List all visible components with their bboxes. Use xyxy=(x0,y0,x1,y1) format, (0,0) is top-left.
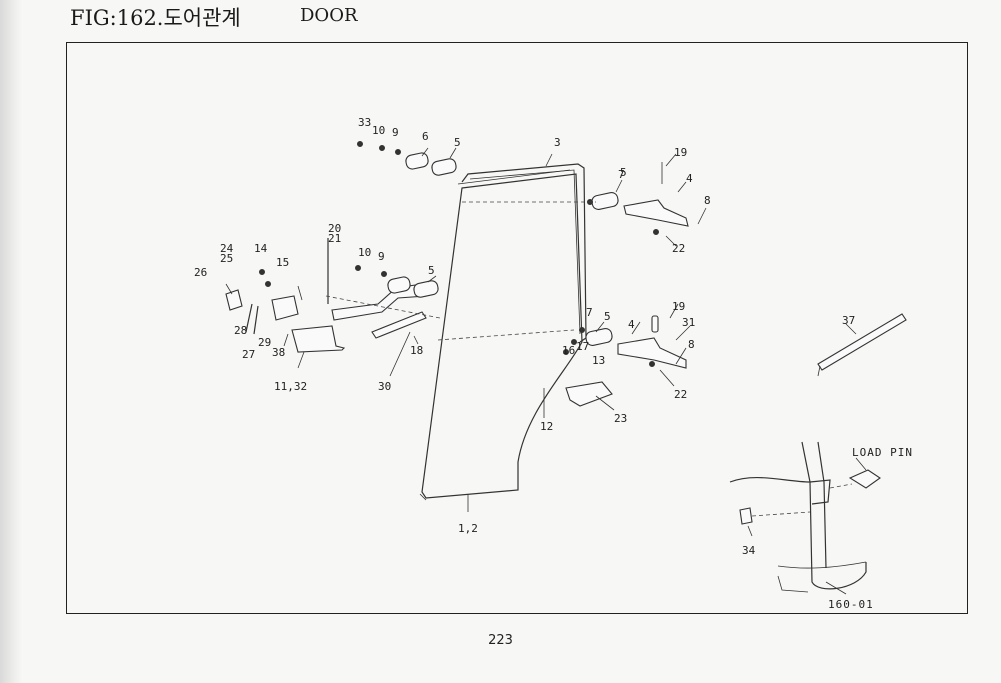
callout-21: 21 xyxy=(328,232,341,245)
callout-7-lower: 7 xyxy=(586,306,593,319)
diagram-frame xyxy=(66,42,968,614)
callout-11-32: 11,32 xyxy=(274,380,307,393)
callout-10: 10 xyxy=(372,124,385,137)
callout-4-upper: 4 xyxy=(686,172,693,185)
callout-5-upper: 5 xyxy=(454,136,461,149)
callout-15: 15 xyxy=(276,256,289,269)
callout-10-mid: 10 xyxy=(358,246,371,259)
callout-5-mid: 5 xyxy=(428,264,435,277)
callout-13: 13 xyxy=(592,354,605,367)
callout-20: 20 xyxy=(328,222,341,235)
callout-34: 34 xyxy=(742,544,756,557)
load-pin-label: LOAD PIN xyxy=(852,446,913,459)
upper-hinge xyxy=(357,141,689,235)
weather-strip-37 xyxy=(817,313,907,377)
leader-lines xyxy=(225,147,867,595)
reference-code-label: 160-01 xyxy=(828,598,874,611)
callout-38: 38 xyxy=(272,346,285,359)
figure-title: DOOR xyxy=(300,5,358,26)
callout-24: 24 xyxy=(220,242,234,255)
callout-6: 6 xyxy=(422,130,429,143)
callout-5-right: 5 xyxy=(620,166,627,179)
callout-3: 3 xyxy=(554,136,561,149)
callout-18: 18 xyxy=(410,344,423,357)
callout-12: 12 xyxy=(540,420,553,433)
callout-4-lower: 4 xyxy=(628,318,635,331)
callout-8-upper: 8 xyxy=(704,194,711,207)
cab-pillar-load-pin xyxy=(729,441,881,593)
callout-5-lower: 5 xyxy=(604,310,611,323)
callout-31: 31 xyxy=(682,316,695,329)
callout-37: 37 xyxy=(842,314,855,327)
callout-22-lower: 22 xyxy=(674,388,687,401)
callout-25: 25 xyxy=(220,252,233,265)
callout-7-upper: 7 xyxy=(618,168,625,181)
callout-28: 28 xyxy=(234,324,247,337)
callout-22-upper: 22 xyxy=(672,242,685,255)
page-number: 223 xyxy=(488,633,513,648)
callout-9-mid: 9 xyxy=(378,250,385,263)
callout-26: 26 xyxy=(194,266,207,279)
callout-14: 14 xyxy=(254,242,268,255)
callout-labels: 33 10 9 6 5 3 7 5 19 4 8 22 20 21 10 9 5… xyxy=(194,116,913,611)
door-stay-arm xyxy=(225,238,441,353)
callout-17: 17 xyxy=(576,340,589,353)
callout-27: 27 xyxy=(242,348,255,361)
door-exploded-diagram: 33 10 9 6 5 3 7 5 19 4 8 22 20 21 10 9 5… xyxy=(194,116,913,611)
callout-1-2: 1,2 xyxy=(458,522,478,535)
lower-hinge xyxy=(437,315,687,408)
callout-19-lower: 19 xyxy=(672,300,685,313)
callout-29: 29 xyxy=(258,336,271,349)
callout-9: 9 xyxy=(392,126,399,139)
page-binding-edge xyxy=(0,0,22,683)
door-frame xyxy=(461,163,587,343)
figure-label: FIG:162.도어관계 xyxy=(70,6,241,30)
callout-33: 33 xyxy=(358,116,371,129)
callout-16: 16 xyxy=(562,344,575,357)
callout-30: 30 xyxy=(378,380,391,393)
callout-23: 23 xyxy=(614,412,627,425)
callout-19-upper: 19 xyxy=(674,146,687,159)
callout-8-lower: 8 xyxy=(688,338,695,351)
